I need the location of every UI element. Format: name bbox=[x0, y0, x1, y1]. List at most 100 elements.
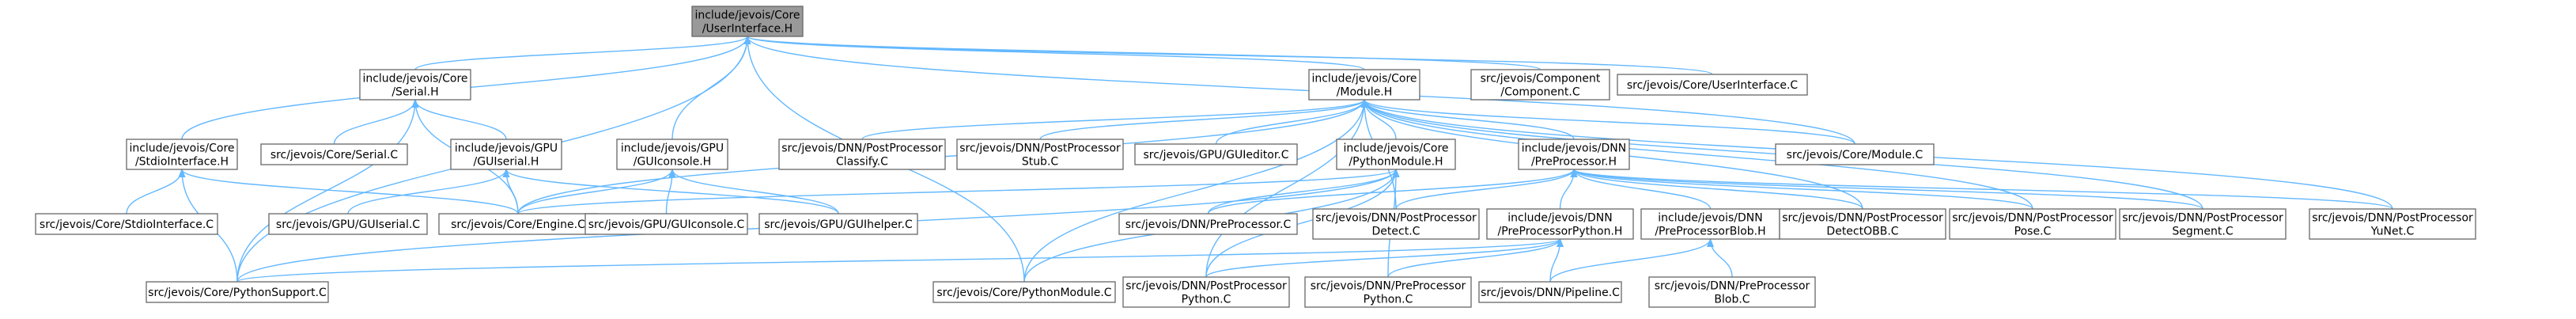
edge-n_detectobb-to-n_preproch bbox=[1570, 168, 1863, 210]
node-label-line: YuNet.C bbox=[2370, 226, 2415, 238]
node-label-line: DetectOBB.C bbox=[1826, 226, 1898, 238]
node-box bbox=[260, 143, 408, 165]
node-box bbox=[691, 6, 804, 37]
graph-node[interactable]: include/jevois/GPU/GUIserial.H bbox=[450, 139, 562, 170]
edge-n_postpython-to-n_preprocpyh bbox=[1205, 237, 1564, 278]
node-label-line: src/jevois/GPU/GUIhelper.C bbox=[764, 218, 913, 231]
edge-n_guihelper-to-n_guiserialh bbox=[502, 168, 839, 215]
graph-node[interactable]: include/jevois/DNN/PreProcessorBlob.H bbox=[1640, 208, 1780, 240]
graph-node[interactable]: src/jevois/GPU/GUIhelper.C bbox=[758, 213, 918, 235]
edge-n_modulec-to-n_module bbox=[1360, 98, 1855, 145]
graph-node[interactable]: src/jevois/Core/PythonModule.C bbox=[932, 281, 1116, 303]
node-label-line: src/jevois/Core/StdioInterface.C bbox=[40, 218, 214, 231]
node-label-line: include/jevois/Core bbox=[694, 9, 800, 22]
edge-n_preblob-to-n_preprocblobh bbox=[1707, 237, 1733, 278]
graph-node[interactable]: src/jevois/Core/PythonSupport.C bbox=[146, 281, 329, 303]
graph-node[interactable]: src/jevois/DNN/PreProcessorBlob.C bbox=[1648, 276, 1816, 308]
edge-n_pipeline-to-n_preprocblobh bbox=[1549, 237, 1714, 283]
graph-node[interactable]: src/jevois/Core/Serial.C bbox=[260, 143, 408, 165]
node-label-line: Python.C bbox=[1364, 294, 1413, 306]
node-box bbox=[450, 139, 562, 170]
node-box bbox=[1122, 276, 1290, 308]
node-label-line: src/jevois/Core/UserInterface.C bbox=[1627, 79, 1799, 92]
graph-node[interactable]: src/jevois/DNN/Pipeline.C bbox=[1478, 281, 1622, 303]
node-label-line: /PreProcessorPython.H bbox=[1498, 226, 1623, 238]
graph-node[interactable]: include/jevois/Core/Serial.H bbox=[359, 69, 471, 101]
graph-node[interactable]: src/jevois/Component/Component.C bbox=[1470, 69, 1610, 101]
edge-n_uic-to-n_ui bbox=[744, 35, 1713, 75]
graph-node[interactable]: src/jevois/DNN/PreProcessorPython.C bbox=[1304, 276, 1472, 308]
edge-n_classify-to-n_module bbox=[861, 98, 1368, 140]
node-box bbox=[126, 139, 238, 170]
graph-node[interactable]: src/jevois/Core/UserInterface.C bbox=[1617, 74, 1808, 96]
node-label-line: Pose.C bbox=[2014, 226, 2052, 238]
edge-n_stdioc-to-n_stdioh bbox=[126, 168, 186, 215]
nodes-layer: include/jevois/Core/UserInterface.Hinclu… bbox=[35, 6, 2476, 308]
edge-n_yunet-to-n_preproch bbox=[1570, 168, 2393, 210]
node-label-line: /PythonModule.H bbox=[1349, 156, 1443, 169]
graph-node[interactable]: src/jevois/Core/Engine.C bbox=[438, 213, 598, 235]
node-box bbox=[1775, 143, 1935, 165]
node-label-line: include/jevois/Core bbox=[362, 73, 467, 85]
graph-node[interactable]: src/jevois/GPU/GUIeditor.C bbox=[1134, 143, 1298, 165]
node-box bbox=[1949, 208, 2116, 240]
graph-node[interactable]: include/jevois/Core/PythonModule.H bbox=[1336, 139, 1456, 170]
node-label-line: include/jevois/DNN bbox=[1522, 142, 1626, 155]
node-label-line: src/jevois/GPU/GUIserial.C bbox=[276, 218, 420, 231]
node-box bbox=[1470, 69, 1610, 101]
node-label-line: Stub.C bbox=[1022, 156, 1059, 169]
graph-node[interactable]: src/jevois/Core/Module.C bbox=[1775, 143, 1935, 165]
node-label-line: include/jevois/GPU bbox=[455, 142, 558, 155]
graph-node[interactable]: src/jevois/DNN/PreProcessor.C bbox=[1118, 213, 1298, 235]
node-label-line: /Component.C bbox=[1500, 86, 1579, 99]
node-box bbox=[35, 213, 218, 235]
node-label-line: src/jevois/GPU/GUIeditor.C bbox=[1143, 149, 1288, 161]
node-label-line: /Serial.H bbox=[392, 86, 438, 99]
node-label-line: /PreProcessorBlob.H bbox=[1655, 226, 1765, 238]
node-label-line: src/jevois/DNN/PostProcessor bbox=[1315, 212, 1477, 225]
edge-n_pysupport-to-n_serial bbox=[236, 98, 419, 283]
graph-node[interactable]: src/jevois/GPU/GUIserial.C bbox=[268, 213, 428, 235]
node-box bbox=[1308, 69, 1420, 101]
graph-node[interactable]: include/jevois/Core/UserInterface.H bbox=[691, 6, 804, 37]
node-box bbox=[932, 281, 1116, 303]
node-label-line: src/jevois/DNN/PostProcessor bbox=[1125, 280, 1287, 293]
graph-node[interactable]: src/jevois/GPU/GUIconsole.C bbox=[584, 213, 748, 235]
node-label-line: src/jevois/Core/Serial.C bbox=[270, 149, 399, 161]
node-label-line: src/jevois/GPU/GUIconsole.C bbox=[588, 218, 745, 231]
edge-n_modulec-to-n_ui bbox=[743, 35, 1855, 145]
node-box bbox=[778, 139, 946, 170]
node-box bbox=[1779, 208, 1946, 240]
edge-n_preproch-to-n_module bbox=[1360, 98, 1575, 140]
graph-node[interactable]: include/jevois/Core/StdioInterface.H bbox=[126, 139, 238, 170]
graph-node[interactable]: include/jevois/DNN/PreProcessorPython.H bbox=[1486, 208, 1634, 240]
graph-node[interactable]: include/jevois/DNN/PreProcessor.H bbox=[1518, 139, 1630, 170]
node-label-line: src/jevois/DNN/PreProcessor bbox=[1311, 280, 1466, 293]
node-label-line: Python.C bbox=[1182, 294, 1231, 306]
node-label-line: /GUIserial.H bbox=[474, 156, 539, 169]
graph-node[interactable]: include/jevois/GPU/GUIconsole.H bbox=[616, 139, 728, 170]
edge-n_pipeline-to-n_preprocpyh bbox=[1549, 237, 1564, 283]
node-label-line: src/jevois/DNN/PostProcessor bbox=[781, 142, 943, 155]
node-label-line: /Module.H bbox=[1337, 86, 1393, 99]
node-label-line: src/jevois/Component bbox=[1481, 73, 1601, 85]
graph-node[interactable]: include/jevois/Core/Module.H bbox=[1308, 69, 1420, 101]
edge-n_segment-to-n_preproch bbox=[1570, 168, 2203, 210]
edge-n_module-to-n_ui bbox=[743, 35, 1365, 70]
node-box bbox=[1336, 139, 1456, 170]
node-box bbox=[1312, 208, 1480, 240]
edge-n_pysupport-to-n_preprocpyh bbox=[236, 237, 1564, 283]
node-box bbox=[1648, 276, 1816, 308]
node-label-line: src/jevois/Core/Engine.C bbox=[451, 218, 585, 231]
edge-n_guiserialc-to-n_guiserialh bbox=[347, 168, 510, 215]
graph-node[interactable]: src/jevois/Core/StdioInterface.C bbox=[35, 213, 218, 235]
node-box bbox=[1486, 208, 1634, 240]
